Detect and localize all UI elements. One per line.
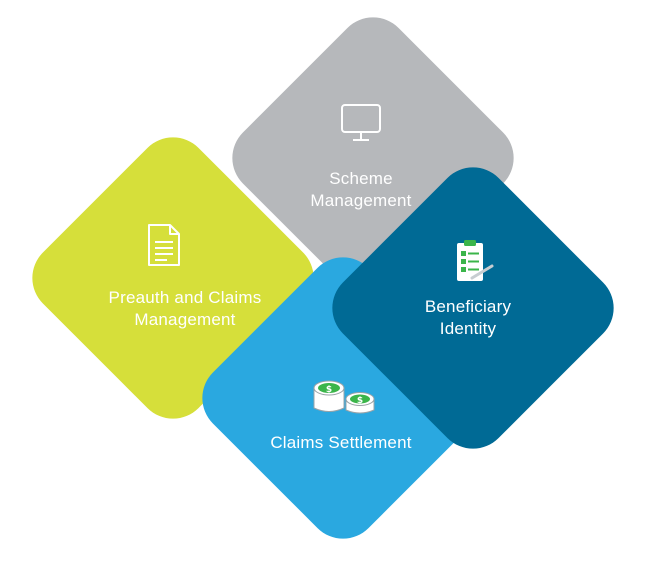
monitor-icon [341, 104, 381, 141]
svg-text:$: $ [326, 385, 332, 395]
document-icon [148, 224, 180, 266]
scheme-management-label: Scheme Management [300, 168, 422, 212]
scheme-label-line2: Management [310, 191, 412, 210]
preauth-label-line1: Preauth and Claims [108, 288, 262, 307]
clipboard-checklist-icon [457, 240, 494, 281]
svg-text:$: $ [357, 396, 363, 406]
beneficiary-label-line1: Beneficiary [424, 297, 512, 316]
preauth-label-line2: Management [134, 310, 236, 329]
beneficiary-identity-label: Beneficiary Identity [408, 296, 528, 340]
coins-icon: $ $ [313, 380, 375, 414]
claims-settlement-label: Claims Settlement [255, 432, 427, 454]
preauth-claims-label: Preauth and Claims Management [85, 287, 285, 331]
settlement-label-line1: Claims Settlement [270, 433, 412, 452]
beneficiary-label-line2: Identity [439, 319, 497, 338]
scheme-label-line1: Scheme [329, 169, 393, 188]
